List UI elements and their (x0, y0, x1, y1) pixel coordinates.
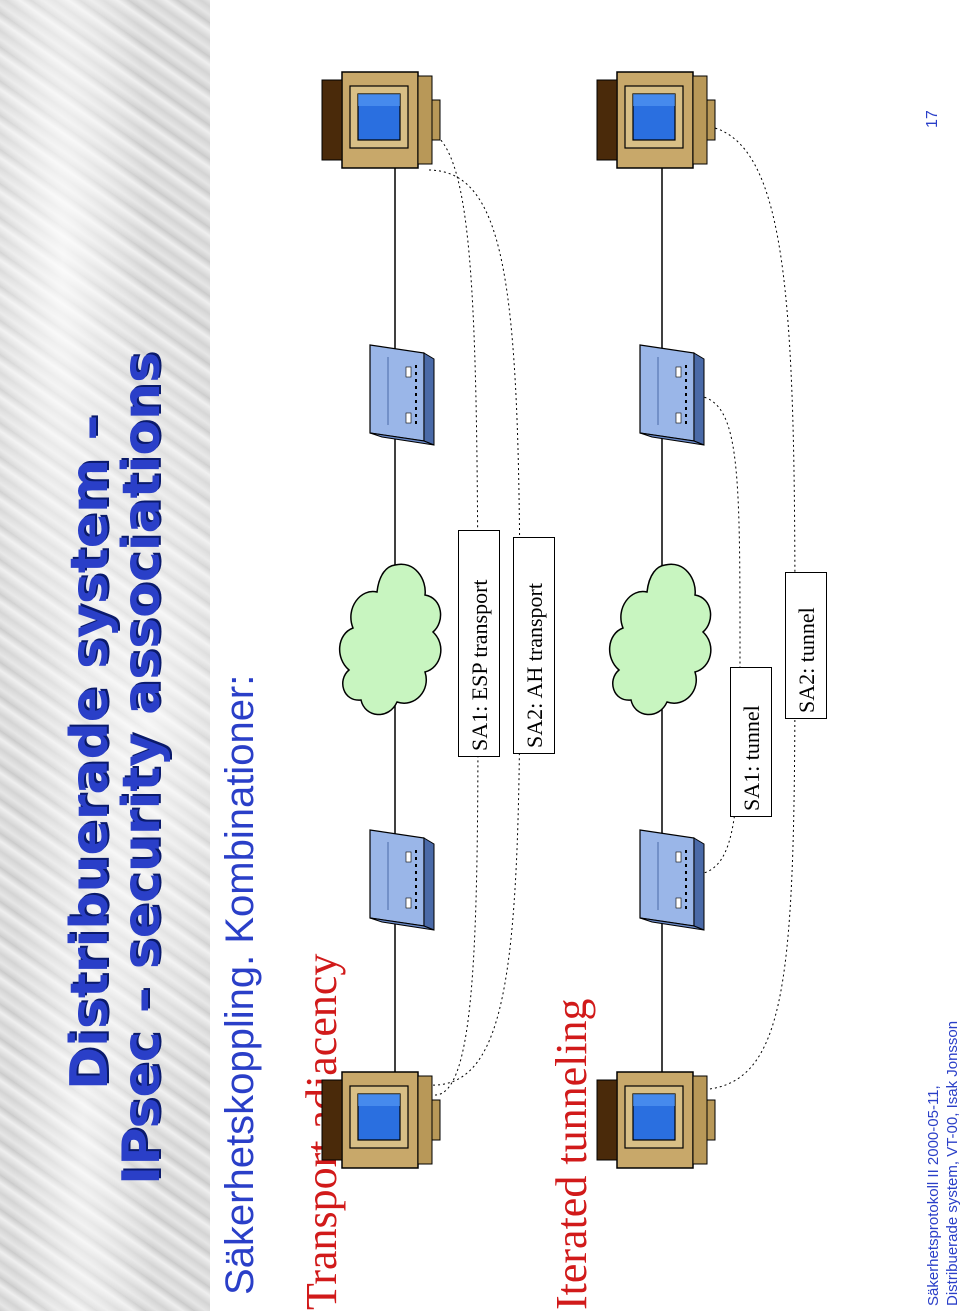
sa-label-box: SA2: AH transport (513, 537, 555, 754)
footer: Säkerhetsprotokoll II 2000-05-11, Distri… (924, 1021, 960, 1306)
sa1-tunnel-path (689, 394, 741, 876)
host-computer-icon (596, 71, 716, 169)
host-computer-icon (321, 1071, 441, 1169)
sa-label: SA2: tunnel (794, 607, 819, 713)
host-computer-icon (321, 71, 441, 169)
marble-background (0, 0, 210, 1311)
host-computer-icon (596, 1071, 716, 1169)
sa-label: SA2: AH transport (522, 583, 547, 748)
router-icon (369, 829, 435, 931)
network-cloud-icon (608, 563, 712, 716)
router-icon (369, 344, 435, 446)
sa-label-box: SA1: tunnel (730, 667, 772, 817)
sa-label: SA1: ESP transport (467, 579, 492, 751)
router-icon (639, 344, 705, 446)
page-number: 17 (924, 110, 941, 128)
sa-label-box: SA1: ESP transport (458, 530, 500, 757)
sa-label: SA1: tunnel (739, 705, 764, 811)
router-icon (639, 829, 705, 931)
footer-line2: Distribuerade system, VT-00, Isak Jonsso… (944, 1020, 960, 1306)
sa1-esp-transport-path (427, 129, 479, 1096)
network-cloud-icon (338, 563, 442, 716)
sa-label-box: SA2: tunnel (785, 572, 827, 719)
footer-line1: Säkerhetsprotokoll II 2000-05-11, (925, 1085, 942, 1306)
